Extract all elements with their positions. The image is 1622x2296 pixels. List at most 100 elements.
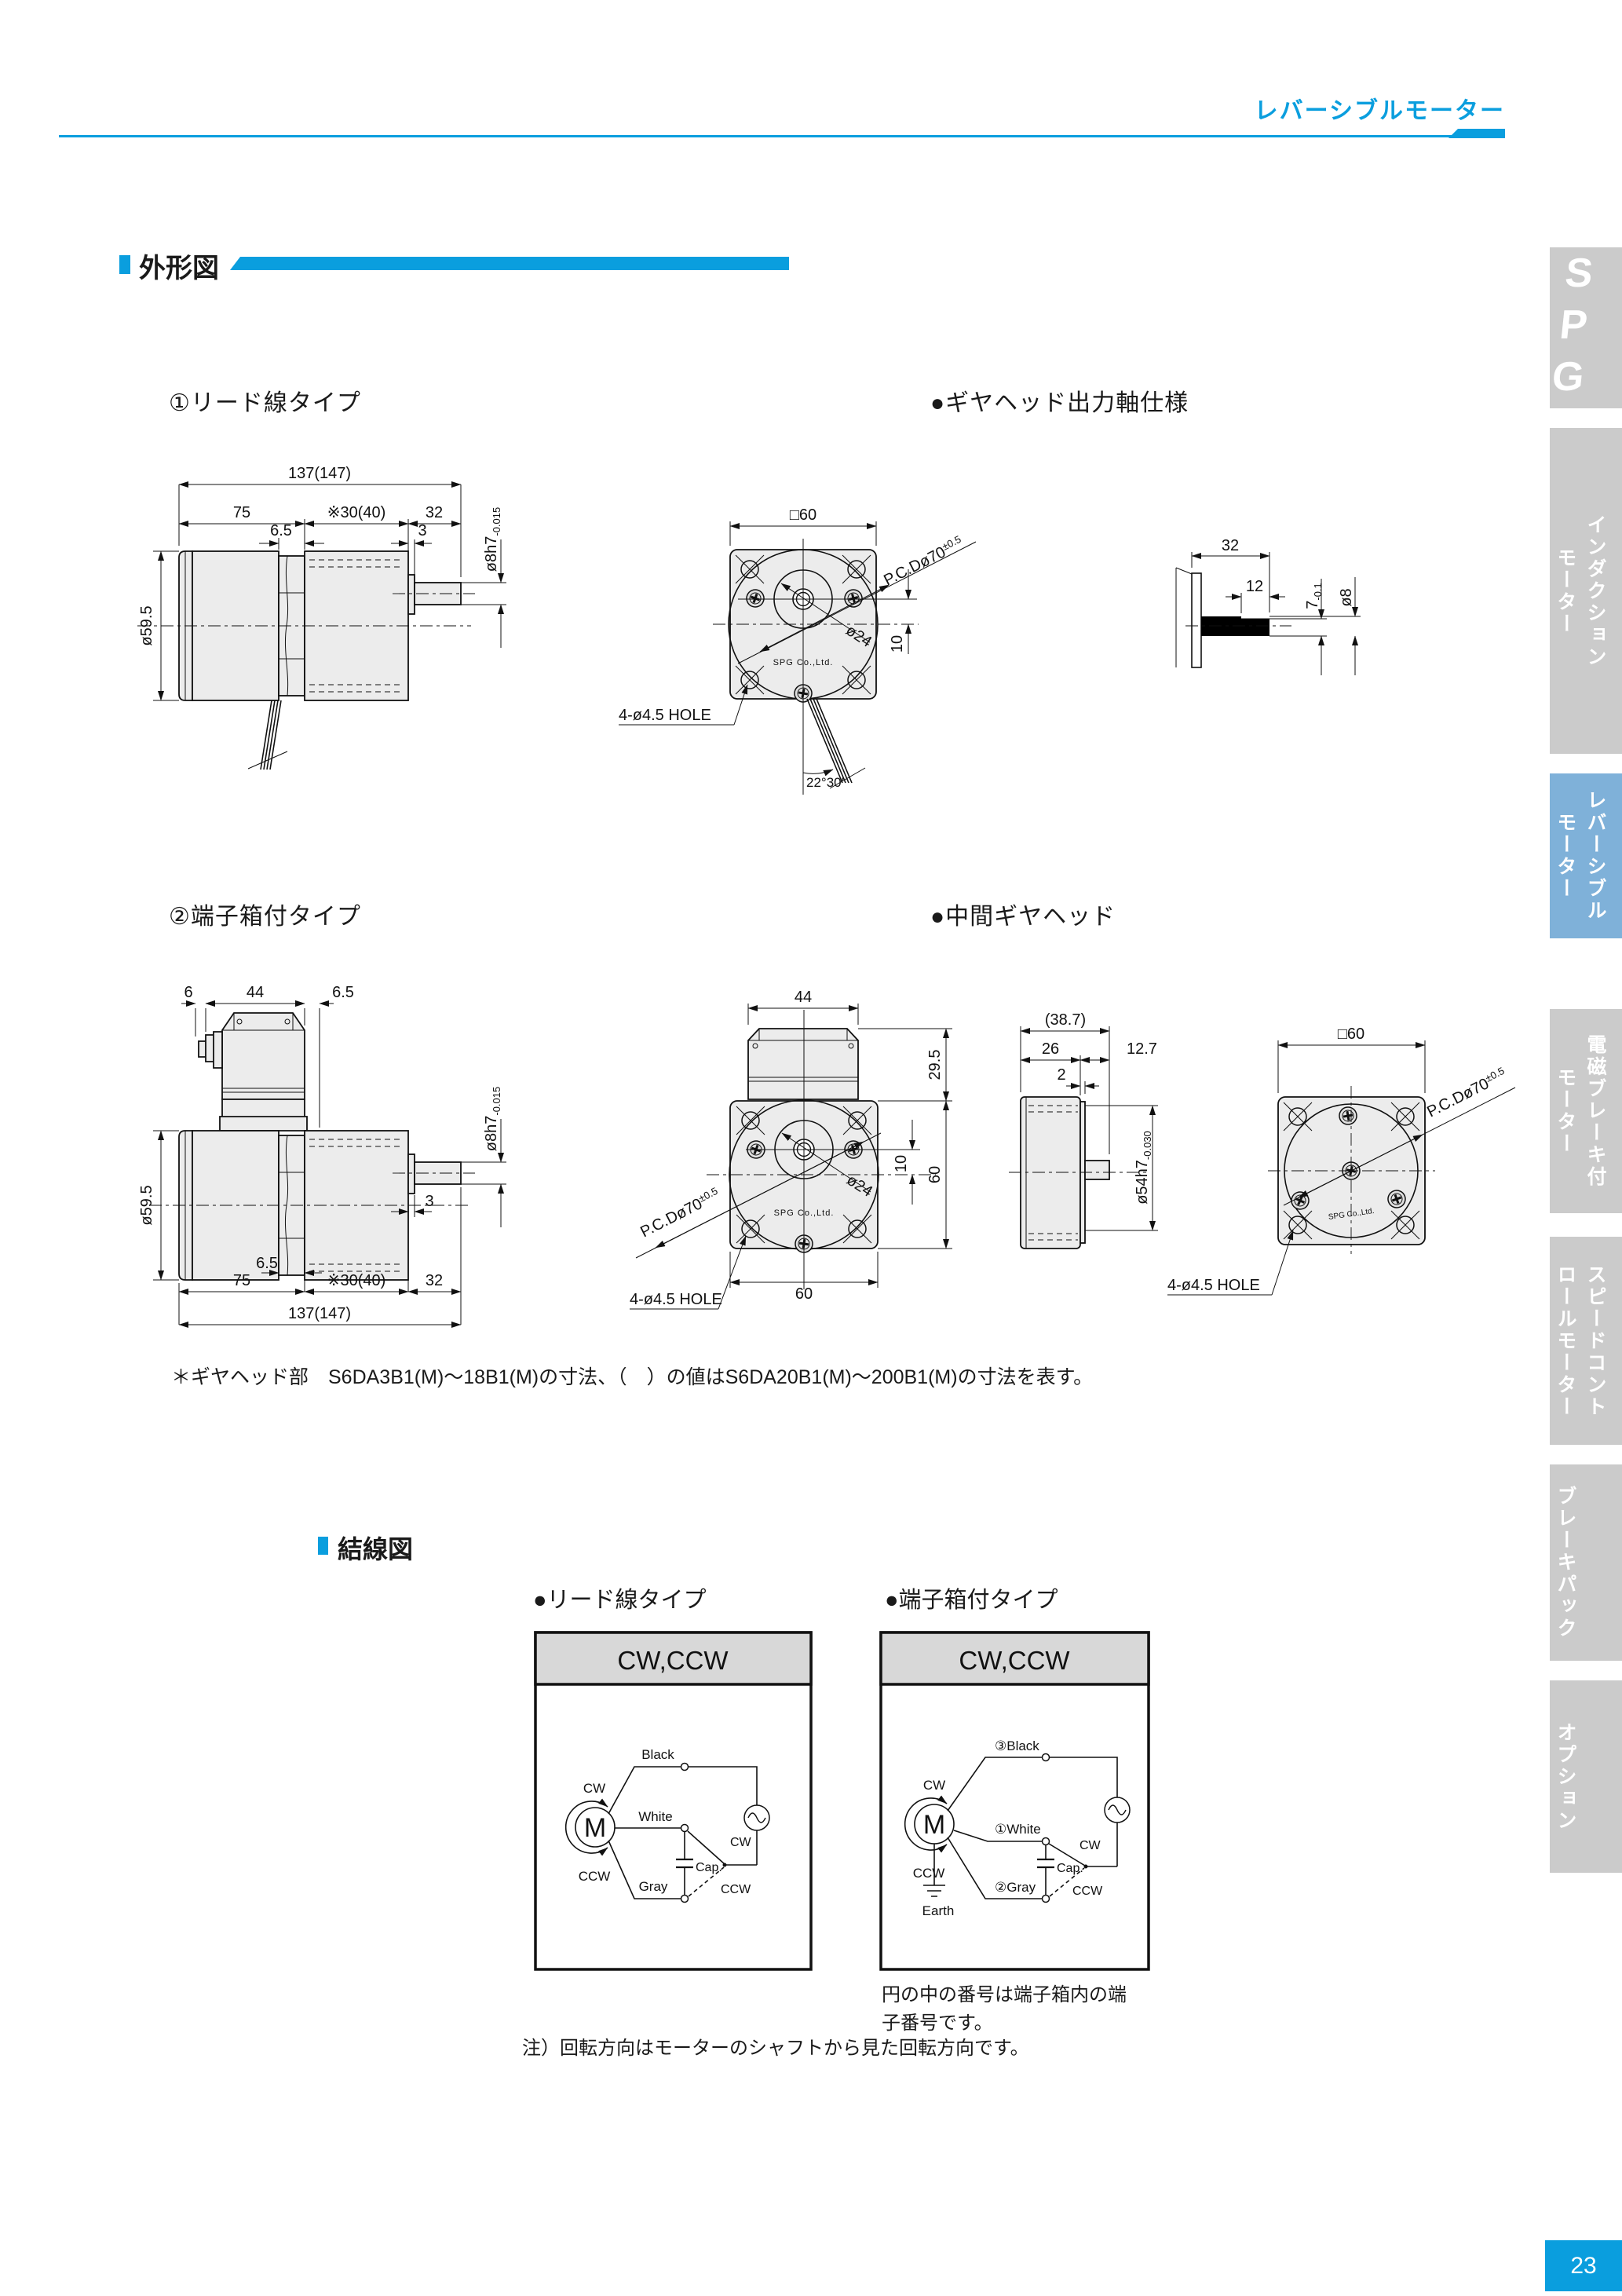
dim-label: 6 [184, 984, 192, 1001]
sidebar-tab-label: 電磁ブレーキ付モーター [1554, 1034, 1606, 1188]
wire-label: ②Gray [995, 1880, 1036, 1895]
page-number-badge: 23 [1545, 2240, 1622, 2291]
dim-label: ø59.5 [138, 1185, 155, 1225]
sidebar-tab-induction-motor[interactable]: インダクションモーター [1550, 428, 1622, 754]
dimensions: 32 12 7-0.1 ø8 [1191, 537, 1361, 675]
sidebar-tab-label: ブレーキパック [1554, 1486, 1576, 1640]
drawing-lead-side: 137(147) 75 ※30(40) 32 6.5 3 ø59.5 ø8h7-… [137, 465, 506, 770]
outline-bullet-icon [119, 255, 130, 274]
dim-label: 60 [926, 1166, 944, 1183]
switch-label: CW [1080, 1839, 1101, 1852]
dim-label: 75 [233, 504, 250, 521]
rotation-label: CW [583, 1781, 605, 1796]
circuit: M CW CCW Black White CW Cap. Gray CCW [564, 1747, 770, 1903]
label-wiring-lead: ●リード線タイプ [533, 1588, 707, 1613]
label-mid-gearhead: ●中間ギヤヘッド [930, 904, 1116, 930]
sidebar-tab-reversible-motor[interactable]: レバーシブルモーター [1550, 773, 1622, 938]
note-rotation: 注）回転方向はモーターのシャフトから見た回転方向です。 [522, 2038, 1029, 2059]
wiring-section-title: 結線図 [338, 1535, 414, 1563]
label-terminal-box-type: ②端子箱付タイプ [169, 904, 361, 930]
sidebar-tab-speed-control-motor[interactable]: スピードコントロールモーター [1550, 1237, 1622, 1445]
dim-label: 4-ø4.5 HOLE [619, 707, 711, 724]
dim-label: ø8h7-0.015 [483, 1087, 502, 1151]
circuit: M CW CCW Earth ③Black ①White CW Cap. ②Gr… [904, 1738, 1131, 1918]
dim-label: 6.5 [256, 1255, 278, 1272]
dim-label: 44 [247, 984, 264, 1001]
dim-label: P.C.Dø70±0.5 [637, 1185, 722, 1241]
earth-label: Earth [922, 1903, 955, 1918]
motor-symbol: M [923, 1810, 945, 1840]
dim-label: 44 [795, 989, 812, 1006]
dim-label: 60 [795, 1285, 813, 1303]
label-lead-wire-type: ①リード線タイプ [169, 390, 361, 416]
sidebar-tab-electromagnetic-brake-motor[interactable]: 電磁ブレーキ付モーター [1550, 1009, 1622, 1213]
dim-label: P.C.Dø70±0.5 [880, 533, 966, 590]
dim-label: 6.5 [332, 984, 354, 1001]
dim-label: 32 [426, 1272, 443, 1289]
cap-label: Cap. [1057, 1862, 1083, 1875]
dim-label: ø54h7-0.030 [1134, 1131, 1153, 1205]
dim-label: 26 [1042, 1040, 1059, 1058]
terminal-box [747, 1028, 859, 1100]
rotation-label: CW [923, 1778, 945, 1793]
dim-label: 3 [418, 522, 426, 539]
dim-label: 12 [1246, 578, 1263, 595]
cap-label: Cap. [696, 1861, 722, 1874]
dimensions: 137(147) 75 ※30(40) 32 6.5 3 ø59.5 ø8h7-… [138, 465, 506, 701]
dim-label: (38.7) [1045, 1011, 1086, 1029]
header-rule [59, 135, 1505, 137]
switch-label: CCW [1072, 1885, 1103, 1898]
wire-label: White [638, 1809, 672, 1824]
mid-front-view: SPG Co.,Ltd. □60 P.C.Dø70±0.5 4-ø4.5 HOL… [1167, 1026, 1516, 1296]
dim-label: 7-0.1 [1304, 583, 1324, 609]
dim-label: 32 [1222, 537, 1239, 554]
shaft [1175, 567, 1291, 668]
drawing-lead-front: SPG Co.,Ltd. 22°30′ □60 P.C.Dø70±0.5 ø24… [619, 506, 977, 795]
dim-label: 3 [425, 1193, 433, 1210]
wiring-header: CW,CCW [959, 1646, 1070, 1675]
dim-label: ø8 [1338, 588, 1355, 606]
dim-label: ø8h7-0.015 [483, 507, 502, 572]
sidebar-tab-label: スピードコントロールモーター [1554, 1263, 1606, 1418]
centerlines [149, 1172, 475, 1206]
mid-side-view: (38.7) 26 12.7 2 ø54h7-0.030 [1009, 1011, 1158, 1249]
header-rule-end [1448, 129, 1505, 138]
dim-label: 4-ø4.5 HOLE [630, 1291, 722, 1308]
wiring-diagram-lead: CW,CCW M CW CCW Black White CW Cap. Gray… [534, 1631, 813, 1971]
drawing-output-shaft: 32 12 7-0.1 ø8 [1175, 537, 1361, 675]
drawing-mid-gearhead: (38.7) 26 12.7 2 ø54h7-0.030 SPG Co.,Ltd… [1009, 1011, 1516, 1296]
motor-body [178, 550, 462, 770]
spg-logo: SPG [1542, 250, 1605, 406]
dim-label: ø59.5 [138, 605, 155, 645]
dim-label: 2 [1057, 1066, 1065, 1084]
terminal-box [198, 1012, 308, 1132]
sidebar-tab-spg-logo[interactable]: SPG [1543, 247, 1622, 408]
sidebar-tab-label: レバーシブルモーター [1554, 790, 1606, 922]
wiring-bullet-icon [318, 1537, 328, 1555]
dim-label: □60 [790, 506, 816, 524]
dim-label: 6.5 [270, 522, 292, 539]
dim-label: 10 [889, 635, 906, 653]
dim-label: 137(147) [288, 1305, 351, 1322]
dim-label: 4-ø4.5 HOLE [1167, 1277, 1260, 1294]
outline-section-bar [230, 257, 789, 270]
dim-label: 12.7 [1127, 1040, 1157, 1058]
dim-label: □60 [1338, 1026, 1364, 1043]
wiring-header: CW,CCW [617, 1646, 729, 1675]
note-gearhead: ＊ギヤヘッド部 S6DA3B1(M)～18B1(M)の寸法、（ ）の値はS6DA… [171, 1366, 1094, 1388]
sidebar-tab-label: インダクションモーター [1554, 514, 1606, 668]
note-terminal-line1: 円の中の番号は端子箱内の端 [882, 1984, 1127, 2005]
drawing-terminal-front: SPG Co.,Ltd. 44 29.5 60 10 ø24 P.C.Dø70±… [630, 989, 952, 1310]
sidebar-tab-brake-pack[interactable]: ブレーキパック [1550, 1464, 1622, 1661]
rotation-label: CCW [579, 1869, 611, 1884]
wire-label: Gray [639, 1879, 668, 1894]
page-number: 23 [1570, 2252, 1597, 2279]
dim-label: 137(147) [288, 465, 351, 482]
dimensions: 6 44 6.5 ø59.5 ø8h7-0.015 3 6.5 75 ※30(4… [138, 984, 506, 1328]
dim-label: 10 [893, 1155, 910, 1172]
dim-label: ※30(40) [327, 504, 386, 521]
dim-label: 75 [233, 1272, 250, 1289]
label-wiring-terminal: ●端子箱付タイプ [885, 1588, 1058, 1613]
sidebar-tab-option[interactable]: オプション [1550, 1680, 1622, 1873]
